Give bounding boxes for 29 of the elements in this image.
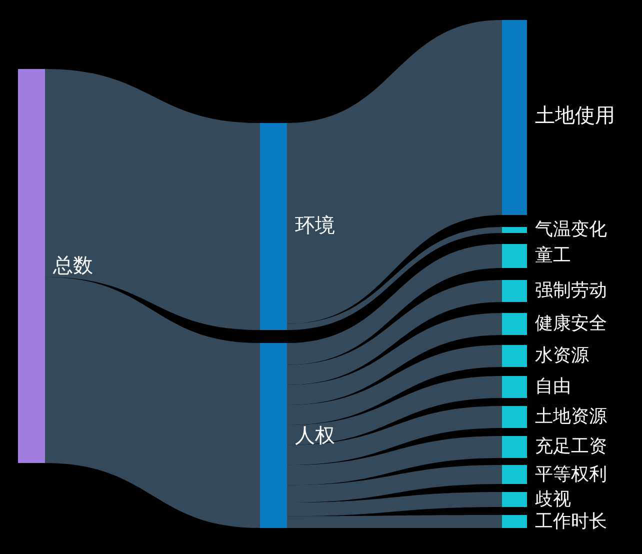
node-label: 强制劳动 xyxy=(535,282,607,300)
flow-band xyxy=(287,465,502,502)
flow-band xyxy=(287,492,502,516)
flow-band xyxy=(287,406,502,466)
node-label: 土地使用 xyxy=(535,105,615,125)
flow-band xyxy=(287,244,502,365)
flow-band xyxy=(287,313,502,405)
node-label: 自由 xyxy=(535,378,571,396)
flow-band xyxy=(45,277,260,528)
flow-band xyxy=(287,515,502,528)
flow-band xyxy=(287,376,502,446)
flow-band xyxy=(287,20,502,324)
node-label: 土地资源 xyxy=(535,408,607,426)
node-label: 总数 xyxy=(53,255,93,275)
node-label: 人权 xyxy=(295,425,335,445)
flow-band xyxy=(287,436,502,486)
flow-band xyxy=(287,227,502,330)
node-label: 童工 xyxy=(535,247,571,265)
node-label: 充足工资 xyxy=(535,438,607,456)
node-label: 气温变化 xyxy=(535,221,607,239)
node-label: 环境 xyxy=(295,215,335,235)
flow-band xyxy=(287,345,502,426)
node-label: 健康安全 xyxy=(535,315,607,333)
node-label: 工作时长 xyxy=(535,512,607,530)
flow-band xyxy=(287,280,502,385)
node-label: 水资源 xyxy=(535,347,589,365)
flow-band xyxy=(45,69,260,330)
node-label: 平等权利 xyxy=(535,466,607,484)
node-label: 歧视 xyxy=(535,490,571,508)
